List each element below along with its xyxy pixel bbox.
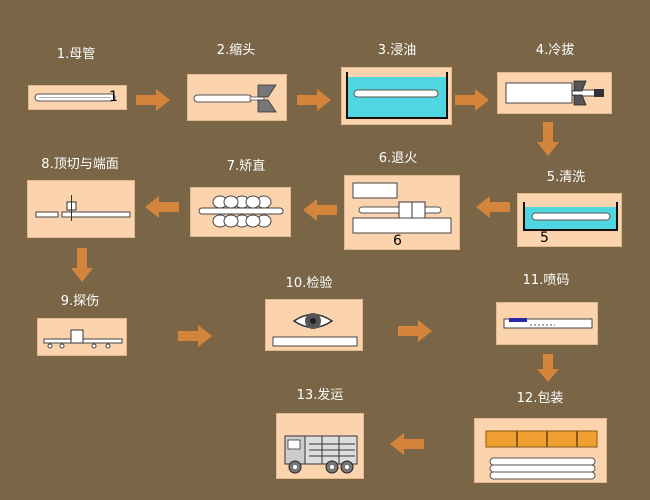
arrow-step8-to-step9 — [71, 248, 93, 282]
arrow-step11-to-step12 — [537, 354, 559, 382]
oil-bath-illustration — [346, 72, 448, 119]
step-7-box — [190, 187, 291, 237]
step-1-box: 1 — [28, 85, 127, 110]
step-3-box — [341, 67, 452, 125]
arrow-step1-to-step2 — [136, 89, 170, 111]
arrow-step3-to-step4 — [455, 89, 489, 111]
cleaning-tank-illustration — [523, 202, 618, 231]
step-4-box — [497, 72, 612, 114]
step-1-tag: 1 — [109, 89, 118, 105]
arrow-step2-to-step3 — [297, 89, 331, 111]
arrow-step10-to-step11 — [398, 320, 432, 342]
swaging-illustration — [193, 84, 277, 113]
arrow-step5-to-step6 — [476, 196, 510, 218]
step-5-label: 5.清洗 — [546, 170, 586, 185]
arrow-step6-to-step7 — [303, 199, 337, 221]
step-5-tag: 5 — [540, 230, 549, 246]
truck-icon — [284, 435, 358, 474]
annealing-furnace-illustration — [352, 182, 452, 234]
step-6-box: 6 — [344, 175, 460, 250]
step-3-label: 3.浸油 — [377, 43, 417, 58]
step-9-label: 9.探伤 — [60, 294, 100, 309]
arrow-step4-to-step5 — [537, 122, 559, 156]
step-7-label: 7.矫直 — [226, 159, 266, 174]
mother-pipe-illustration — [34, 93, 116, 102]
step-8-box — [27, 180, 135, 238]
step-2-label: 2.缩头 — [216, 43, 256, 58]
cold-drawing-illustration — [505, 80, 604, 106]
step-1-label: 1.母管 — [56, 47, 96, 62]
step-10-box — [265, 299, 363, 351]
step-8-label: 8.顶切与端面 — [41, 157, 119, 172]
arrow-step9-to-step10 — [178, 325, 212, 347]
step-9-box — [37, 318, 127, 356]
straightening-illustration — [198, 195, 284, 228]
step-4-label: 4.冷拔 — [535, 43, 575, 58]
step-13-box — [276, 413, 364, 479]
step-11-label: 11.喷码 — [522, 273, 570, 288]
step-6-label: 6.退火 — [378, 151, 418, 166]
inspection-illustration — [272, 313, 358, 347]
step-12-box — [474, 418, 607, 483]
arrow-step12-to-step13 — [390, 433, 424, 455]
step-11-box — [496, 302, 598, 345]
step-6-tag: 6 — [393, 233, 402, 249]
step-13-label: 13.发运 — [296, 388, 344, 403]
arrow-step7-to-step8 — [145, 196, 179, 218]
flaw-detection-illustration — [43, 329, 123, 349]
step-10-label: 10.检验 — [285, 276, 333, 291]
cutting-illustration — [35, 195, 131, 221]
code-marking-illustration — [503, 318, 593, 329]
step-12-label: 12.包装 — [516, 391, 564, 406]
step-5-box: 5 — [517, 193, 622, 247]
step-2-box — [187, 74, 287, 121]
packaging-illustration — [485, 430, 598, 480]
